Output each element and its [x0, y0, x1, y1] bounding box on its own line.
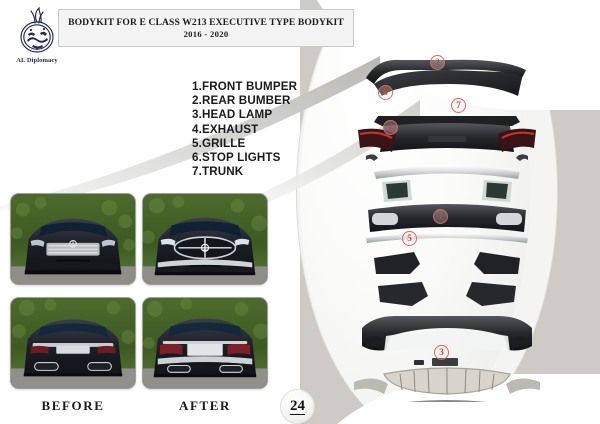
- list-item: 4.EXHAUST: [192, 122, 259, 136]
- page-title: BODYKIT FOR E CLASS W213 EXECUTIVE TYPE …: [58, 9, 354, 47]
- caption-after: AFTER: [178, 398, 232, 413]
- brand-caption: AL Diplomacy: [16, 57, 58, 64]
- callout-3: 3: [434, 345, 449, 360]
- callout-7: 7: [451, 98, 466, 113]
- list-item: 6.STOP LIGHTS: [192, 151, 281, 165]
- list-item: 3.HEAD LAMP: [192, 108, 273, 122]
- photo-after-front: [142, 193, 268, 285]
- parts-list: 1.FRONT BUMPER 2.REAR BUMBER 3.HEAD LAMP…: [192, 80, 322, 179]
- callout-6: 6: [378, 85, 393, 100]
- callout-1: 1: [433, 209, 448, 224]
- page-number: 24: [290, 397, 305, 415]
- photo-after-rear: [142, 297, 268, 389]
- page-title-line1: BODYKIT FOR E CLASS W213 EXECUTIVE TYPE …: [68, 17, 344, 28]
- callout-2: 2: [430, 55, 445, 70]
- page-title-years: 2016 - 2020: [183, 29, 229, 39]
- brand-logo: AL Diplomacy: [6, 6, 68, 72]
- list-item: 5.GRILLE: [192, 136, 246, 150]
- list-item: 7.TRUNK: [192, 165, 244, 179]
- caption-before: BEFORE: [41, 398, 105, 413]
- callout-5: 5: [402, 231, 417, 246]
- photo-before-front: [10, 193, 136, 285]
- arabic-calligraphy-logo-icon: [20, 6, 54, 53]
- page-number-badge: 24: [281, 390, 314, 423]
- list-item: 2.REAR BUMBER: [192, 94, 291, 108]
- callout-4: 4: [383, 120, 398, 135]
- list-item: 1.FRONT BUMPER: [192, 80, 298, 93]
- exploded-parts-diagram: [352, 30, 542, 402]
- photo-before-rear: [10, 297, 136, 389]
